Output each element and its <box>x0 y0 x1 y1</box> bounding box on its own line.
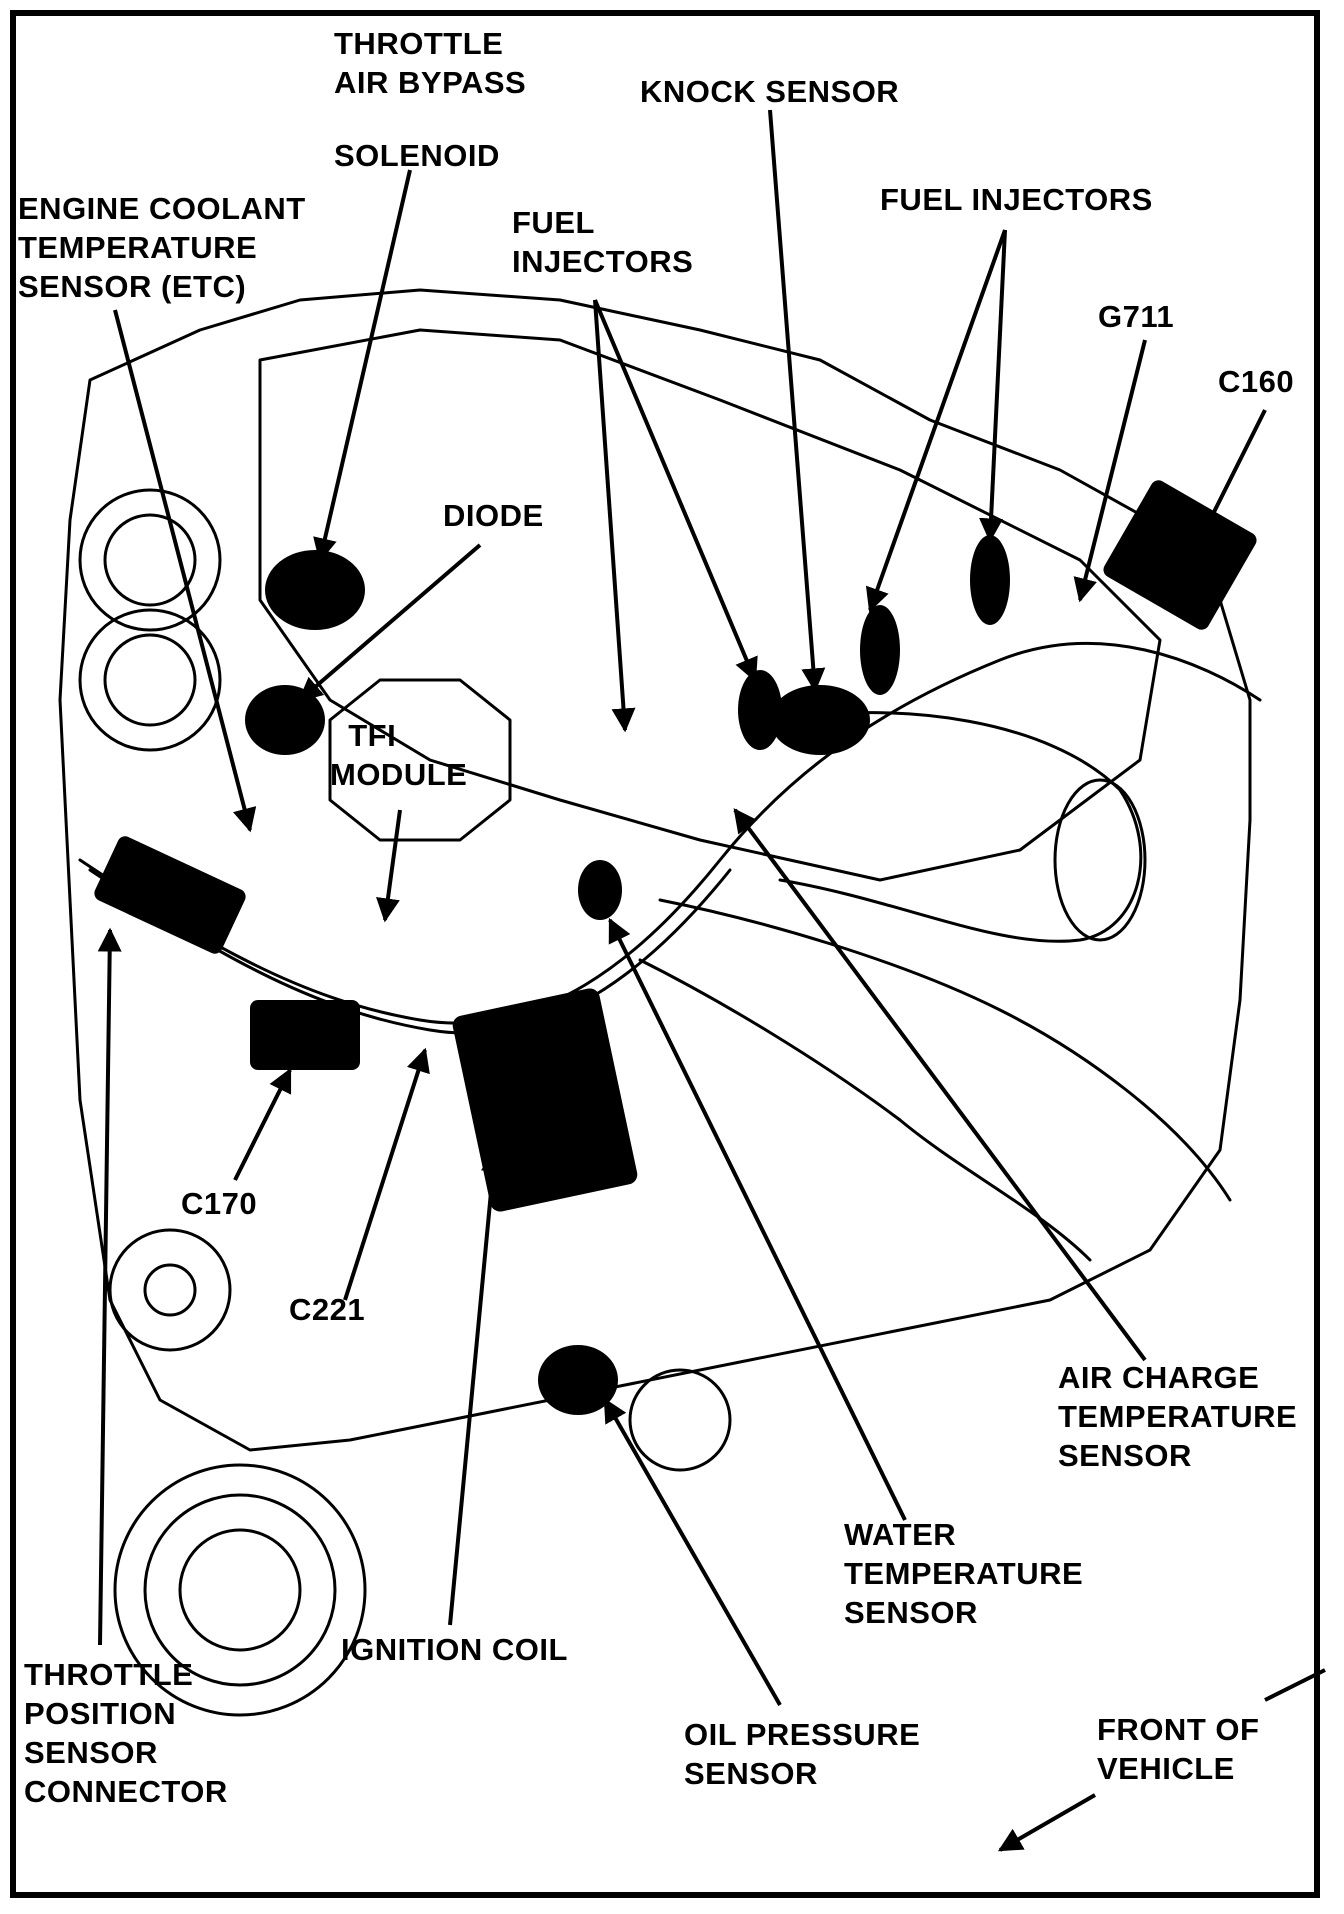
leader-knock-sensor <box>768 109 826 693</box>
front-direction-arrow <box>997 1793 1097 1852</box>
c160-connector <box>1103 480 1257 630</box>
label-air-charge-temperature-sensor: AIR CHARGE TEMPERATURE SENSOR <box>1058 1360 1298 1473</box>
leader-c221 <box>343 1047 430 1301</box>
leader-c160 <box>1198 409 1267 543</box>
tab-solenoid <box>265 550 365 630</box>
label-water-temperature-sensor: WATER TEMPERATURE SENSOR <box>844 1517 1084 1630</box>
label-c221: C221 <box>289 1292 366 1327</box>
injector-right-b <box>970 535 1010 625</box>
leader-engine-coolant <box>113 309 257 833</box>
leader-fuel-injectors-right-2 <box>979 229 1007 543</box>
label-engine-coolant-temperature-sensor: ENGINE COOLANT TEMPERATURE SENSOR (ETC) <box>18 191 306 304</box>
leader-fuel-injectors-right-1 <box>865 229 1007 613</box>
exhaust-manifold <box>658 898 1232 1202</box>
label-c160: C160 <box>1218 364 1295 399</box>
engine-block-outline <box>58 288 1252 1452</box>
injector-right-a <box>860 605 900 695</box>
leader-fuel-injectors-left-2 <box>593 299 636 733</box>
knock-sensor-body <box>770 685 870 755</box>
label-g711: G711 <box>1098 299 1175 334</box>
water-temp-sensor-body <box>578 860 622 920</box>
leader-fuel-injectors-left-1 <box>593 299 758 683</box>
leader-solenoid <box>313 169 412 563</box>
label-knock-sensor: KNOCK SENSOR <box>640 74 900 109</box>
leader-c170 <box>233 1067 292 1181</box>
label-c170: C170 <box>181 1186 258 1221</box>
label-throttle-air-bypass: THROTTLE AIR BYPASS <box>334 26 527 100</box>
label-front-of-vehicle: FRONT OF VEHICLE <box>1097 1712 1260 1786</box>
oil-pressure-sensor-body <box>538 1345 618 1415</box>
c170-connector <box>250 1000 360 1070</box>
label-ignition-coil: IGNITION COIL <box>341 1632 568 1667</box>
leader-throttle-position <box>97 927 122 1646</box>
ignition-coil-body <box>452 988 638 1212</box>
label-throttle-position-sensor-connector: THROTTLE POSITION SENSOR CONNECTOR <box>24 1657 228 1809</box>
distributor-cap <box>328 678 512 842</box>
tps-connector <box>94 836 246 954</box>
air-cleaner-duct <box>778 711 1143 943</box>
leader-tfi-module <box>376 809 402 923</box>
wiring-harness <box>78 641 1262 1025</box>
leader-g711 <box>1073 339 1147 603</box>
label-solenoid: SOLENOID <box>334 138 500 173</box>
throttle-body-upper <box>78 488 222 632</box>
diode-body <box>245 685 325 755</box>
leader-water-temp <box>608 917 907 1521</box>
label-oil-pressure-sensor: OIL PRESSURE SENSOR <box>684 1717 921 1791</box>
label-tfi-module: TFI MODULE <box>330 718 468 792</box>
injector-left <box>738 670 782 750</box>
water-pump-pulley <box>628 1368 732 1472</box>
leader-oil-pressure <box>603 1397 782 1706</box>
throttle-body-lower <box>78 608 222 752</box>
front-direction-line-upper <box>1264 1668 1326 1702</box>
crank-pulley <box>113 1463 367 1717</box>
leader-ignition-coil <box>448 1147 505 1626</box>
leader-diode <box>298 543 482 702</box>
label-fuel-injectors-left: FUEL INJECTORS <box>512 205 694 279</box>
figure-frame <box>10 10 1320 1898</box>
label-fuel-injectors-right: FUEL INJECTORS <box>880 182 1153 217</box>
label-diode: DIODE <box>443 498 544 533</box>
leader-air-charge <box>733 808 1147 1362</box>
accessory-pulley <box>108 1228 232 1352</box>
intake-plenum <box>258 328 1162 882</box>
